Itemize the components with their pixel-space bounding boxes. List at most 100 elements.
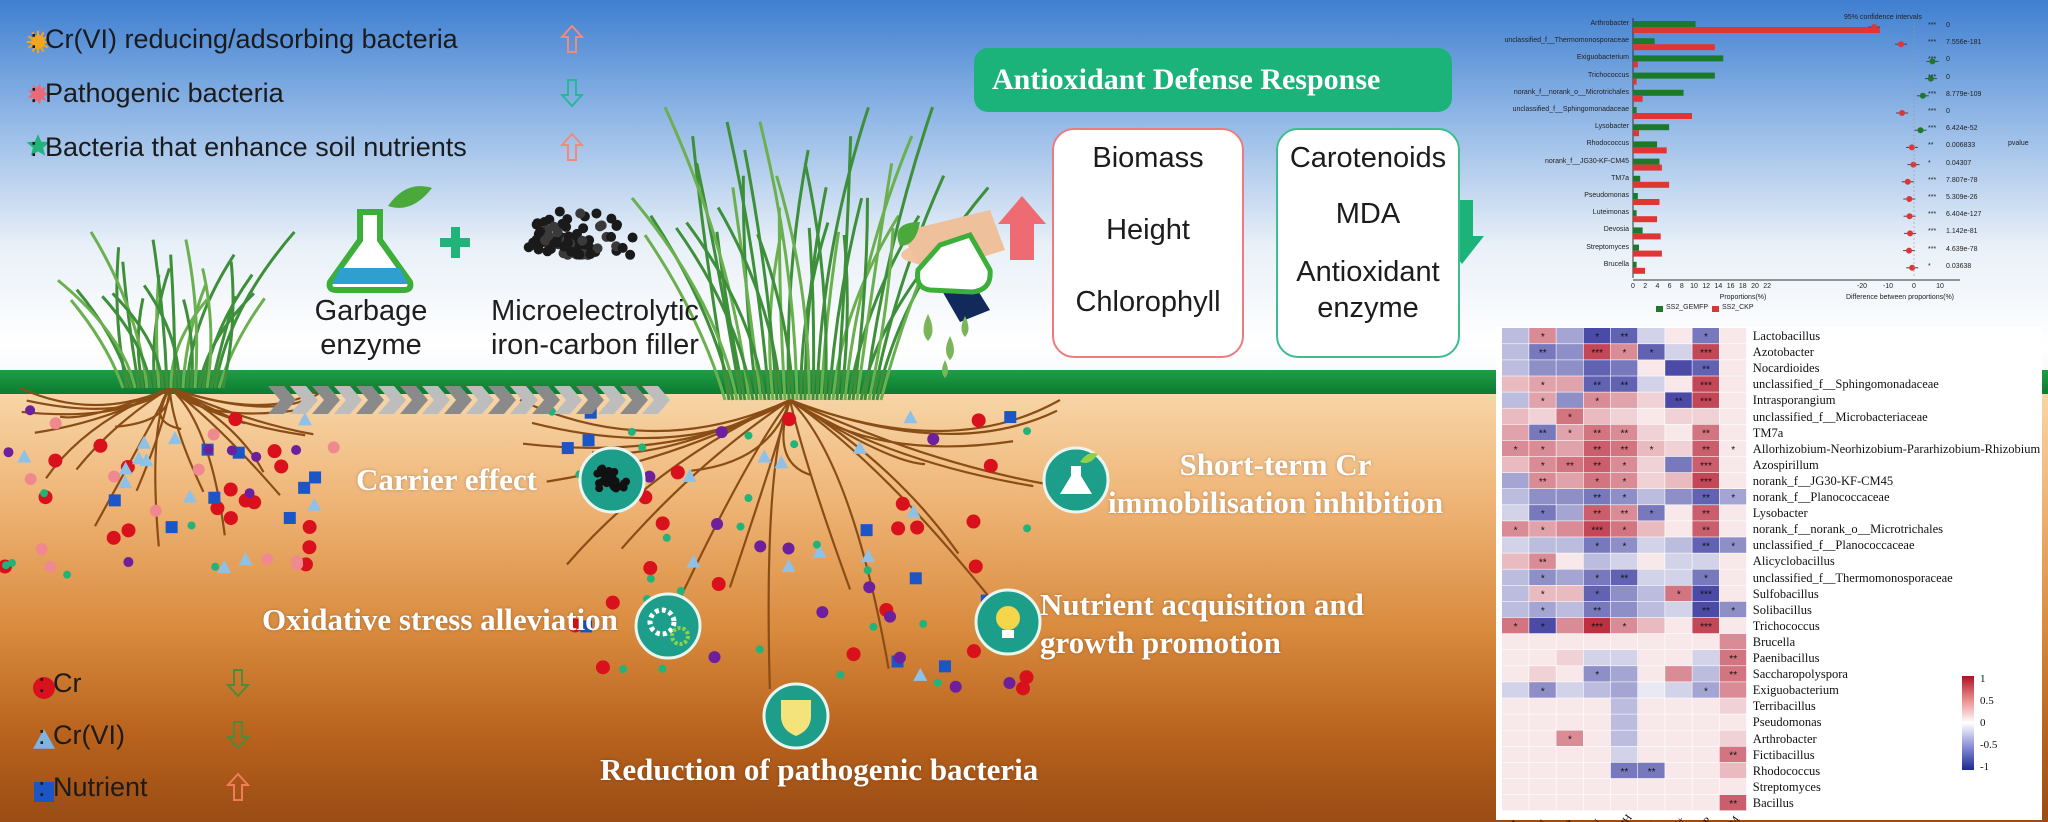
up-arrow-icon <box>560 24 584 53</box>
heatmap-cell <box>1502 730 1529 746</box>
iron-carbon-filler-icon <box>523 206 638 260</box>
heatmap-cell <box>1529 794 1556 811</box>
center-plant-grass <box>630 106 990 401</box>
heatmap-star: *** <box>1591 525 1603 536</box>
heatmap-star: * <box>1595 670 1599 681</box>
heatmap-cell <box>1556 472 1583 489</box>
heatmap-cell <box>1502 698 1529 714</box>
heatmap-cell <box>1719 746 1747 763</box>
heatmap-cell <box>1556 456 1583 473</box>
heatmap-cell <box>1719 553 1747 569</box>
heatmap-cell <box>1719 489 1747 505</box>
bar-x-tick: 20 <box>1751 283 1759 290</box>
heatmap-cell <box>1583 328 1611 344</box>
heatmap-cell <box>1610 730 1638 746</box>
heatmap-cell <box>1665 360 1692 376</box>
heatmap-cell <box>1665 698 1692 714</box>
heatmap-star: * <box>1731 541 1735 552</box>
heatmap-cell <box>1529 585 1556 602</box>
pvalue-axis-label: pvalue <box>2008 140 2029 147</box>
heatmap-cell <box>1529 456 1556 473</box>
heatmap-star: ** <box>1729 799 1737 810</box>
heatmap-star: *** <box>1700 461 1712 472</box>
sig-stars: *** <box>1928 90 1937 98</box>
heatmap-cell <box>1583 376 1611 392</box>
heatmap-cell <box>1529 440 1556 457</box>
heatmap-cell <box>1583 472 1611 489</box>
chlorophyll-label: Chlorophyll <box>1075 286 1221 318</box>
heatmap-cell <box>1665 344 1692 360</box>
heatmap-cell <box>1638 344 1665 360</box>
heatmap-cell <box>1610 601 1638 618</box>
heatmap-cell <box>1529 553 1556 569</box>
heatmap-cell <box>1719 666 1747 682</box>
bar-taxon-label: Devosia <box>1603 226 1629 234</box>
heatmap-col-label: Cr6+ <box>1665 815 1688 822</box>
heatmap-star: * <box>1595 332 1599 343</box>
heatmap-star: ** <box>1593 493 1601 504</box>
heatmap-cell <box>1638 408 1665 424</box>
legend-text: : Cr(VI) <box>38 720 125 750</box>
heatmap-cell <box>1583 456 1611 473</box>
heatmap-star: * <box>1622 541 1626 552</box>
heatmap-cell <box>1610 521 1638 537</box>
heatmap-cell <box>1692 521 1719 537</box>
heatmap-cell <box>1583 746 1611 763</box>
heatmap-cell <box>1583 666 1611 682</box>
heatmap-cell <box>1692 585 1719 602</box>
ci-title: 95% confidence intervals <box>1844 14 1922 21</box>
heatmap-cell <box>1583 440 1611 457</box>
heatmap-cell <box>1556 392 1583 408</box>
heatmap-star: ** <box>1539 348 1547 359</box>
heatmap-cell <box>1719 440 1747 457</box>
carrier-effect-label: Carrier effect <box>356 462 537 497</box>
heatmap-star: * <box>1622 493 1626 504</box>
heatmap-cell <box>1719 633 1747 650</box>
heatmap-cell <box>1665 424 1692 441</box>
heatmap-cell <box>1719 601 1747 618</box>
sig-stars: *** <box>1928 245 1937 253</box>
bar-group1 <box>1633 193 1638 199</box>
pvalue-label: 7.807e-78 <box>1946 176 1978 184</box>
heatmap-star: ** <box>1621 767 1629 778</box>
short-term-inhibition-label: Short-term Cr immobilisation inhibition <box>1108 447 1444 520</box>
heatmap-cell <box>1638 440 1665 457</box>
bar-group1 <box>1633 227 1643 234</box>
heatmap-cell <box>1529 344 1556 360</box>
sig-stars: *** <box>1928 194 1937 201</box>
heatmap-star: ** <box>1593 429 1601 440</box>
heatmap-cell <box>1583 505 1611 521</box>
heatmap-cell <box>1665 521 1692 537</box>
legend-text: : Bacteria that enhance soil nutrients <box>30 132 467 162</box>
heatmap-cell <box>1502 778 1529 795</box>
heatmap-cell <box>1692 617 1719 634</box>
heatmap-cell <box>1610 376 1638 392</box>
heatmap-star: * <box>1595 396 1599 407</box>
diff-point <box>1907 230 1914 237</box>
pvalue-label: 8.779e-109 <box>1946 90 1982 98</box>
pvalue-label: 0.006833 <box>1946 142 1976 150</box>
garbage-enzyme-flask-icon <box>326 186 432 293</box>
heatmap-cell <box>1556 698 1583 714</box>
diff-x-tick: -10 <box>1882 283 1894 290</box>
heatmap-star: ** <box>1621 509 1629 520</box>
legend-swatch-group2 <box>1712 306 1719 312</box>
heatmap-color-scale <box>1962 676 1974 770</box>
heatmap-row-label: Rhodococcus <box>1752 763 1821 778</box>
heatmap-cell <box>1610 424 1638 441</box>
heatmap-star: * <box>1704 574 1708 585</box>
heatmap-cell <box>1665 746 1692 763</box>
heatmap-cell <box>1529 762 1556 779</box>
heatmap-cell <box>1665 489 1692 505</box>
heatmap-cell <box>1529 376 1556 392</box>
heatmap-cell <box>1502 392 1529 408</box>
heatmap-cell <box>1665 666 1692 682</box>
heatmap-row-label: Pseudomonas <box>1752 715 1822 730</box>
heatmap-cell <box>1638 698 1665 714</box>
heatmap-cell <box>1529 537 1556 553</box>
heatmap-star: ** <box>1593 461 1601 472</box>
heatmap-cell <box>1502 633 1529 650</box>
heatmap-cell <box>1556 650 1583 666</box>
legend-text: : Cr(VI) reducing/adsorbing bacteria <box>30 24 458 54</box>
heatmap-cell <box>1502 585 1529 602</box>
